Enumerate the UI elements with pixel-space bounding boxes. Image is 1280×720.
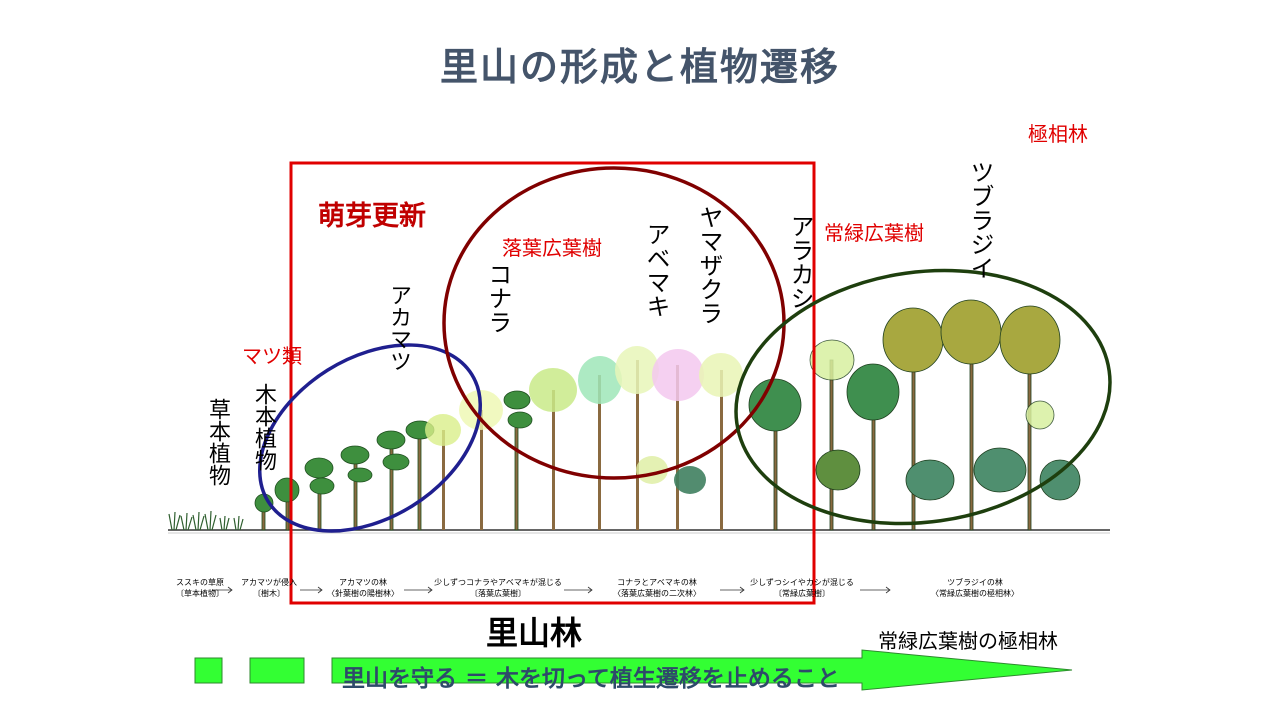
label-pines: マツ類 (242, 344, 302, 368)
stage-arrows (212, 586, 891, 594)
label-arakashi: アラカシ (786, 214, 814, 310)
grass-tufts (168, 510, 244, 531)
label-tsuburajii: ツブラジイ (966, 160, 994, 280)
label-abemaki: アベマキ (642, 222, 670, 318)
stage-caption-4: 少しずつコナラやアベマキが混じる 〔落葉広葉樹〕 (434, 578, 562, 598)
satoyama-frame (289, 161, 816, 605)
trees-evergreen (748, 299, 1081, 531)
label-yamazakura: ヤマザクラ (695, 205, 723, 325)
satoyama-label: 里山林 (486, 614, 583, 652)
trees-pine (254, 390, 533, 531)
label-konara: コナラ (484, 262, 512, 334)
label-evergreen: 常緑広葉樹 (824, 221, 924, 245)
label-climax: 極相林 (1028, 122, 1088, 146)
stage-caption-5: コナラとアベマキの林 〈落葉広葉樹の二次林〉 (613, 578, 701, 598)
evergreen-ellipse (734, 268, 1112, 526)
label-woody: 木本植物 (251, 383, 276, 471)
label-akamatsu: アカマツ (386, 284, 411, 372)
main-arrow (331, 649, 1073, 691)
page-title: 里山の形成と植物遷移 (439, 45, 840, 89)
arrow-block-1 (194, 657, 223, 684)
label-deciduous: 落葉広葉樹 (502, 236, 602, 260)
arrow-block-2 (249, 657, 305, 684)
stage-caption-6: 少しずつシイやカシが混じる 〔常緑広葉樹〕 (750, 578, 854, 598)
stage-caption-1: ススキの草原 〔草本植物〕 (176, 578, 224, 598)
stage-caption-7: ツブラジイの林 〈常緑広葉樹の極相林〉 (931, 578, 1019, 598)
stage-caption-3: アカマツの林 〈針葉樹の陽樹林〉 (327, 578, 399, 598)
pine-ellipse (258, 343, 482, 533)
climax-forest-label: 常緑広葉樹の極相林 (878, 629, 1058, 653)
arrow-text: 里山を守る ＝ 木を切って植生遷移を止めること (342, 666, 840, 692)
stage-caption-2: アカマツが侵入 〔樹木〕 (241, 578, 297, 598)
label-herb: 草本植物 (205, 398, 230, 486)
label-coppice: 萌芽更新 (318, 201, 426, 232)
